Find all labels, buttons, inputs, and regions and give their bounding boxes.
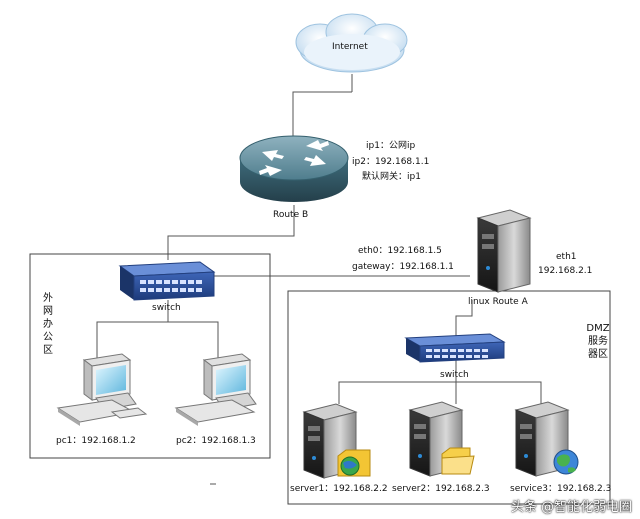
router-gateway-label: 默认网关：ip1	[362, 172, 421, 182]
switch-label: switch	[152, 303, 181, 313]
switch-icon	[118, 261, 216, 301]
internet-label: Internet	[332, 42, 368, 52]
router-ip2-label: ip2：192.168.1.1	[352, 157, 430, 167]
router-icon	[239, 135, 349, 202]
server1-label: server1：192.168.2.2	[290, 484, 388, 494]
linux-router-server-icon	[476, 209, 532, 293]
folder-icon	[441, 447, 475, 475]
internet-cloud-icon	[295, 13, 408, 73]
linux-router-eth1-ip-label: 192.168.2.1	[538, 266, 593, 276]
server1-icon	[302, 403, 358, 479]
linux-router-name-label: linux Route A	[468, 297, 528, 307]
external-zone-label: 外网办公区	[43, 293, 53, 356]
pc2-computer-icon	[174, 353, 257, 426]
linux-router-gateway-label: gateway：192.168.1.1	[352, 262, 454, 272]
globe-icon	[553, 449, 579, 475]
pc1-computer-icon	[56, 353, 148, 426]
dmz-switch-icon	[404, 333, 506, 363]
server2-label: server2：192.168.2.3	[392, 484, 490, 494]
dmz-zone	[287, 290, 611, 505]
pc1-label: pc1：192.168.1.2	[56, 436, 136, 446]
server3-label: service3：192.168.2.3	[510, 484, 612, 494]
watermark: 头条 @智能化弱电圈	[510, 500, 632, 515]
pc2-label: pc2：192.168.1.3	[176, 436, 256, 446]
dmz-zone-label: DMZ服务器区	[586, 323, 610, 360]
dmz-switch-label: switch	[440, 370, 469, 380]
external-office-zone	[29, 253, 271, 459]
router-name-label: Route B	[273, 210, 309, 220]
folder-globe-icon	[337, 449, 371, 477]
connection-lines	[96, 74, 542, 404]
linux-router-eth1-label: eth1	[556, 252, 577, 262]
router-ip1-label: ip1：公网ip	[366, 141, 416, 151]
linux-router-eth0-label: eth0：192.168.1.5	[358, 246, 442, 256]
